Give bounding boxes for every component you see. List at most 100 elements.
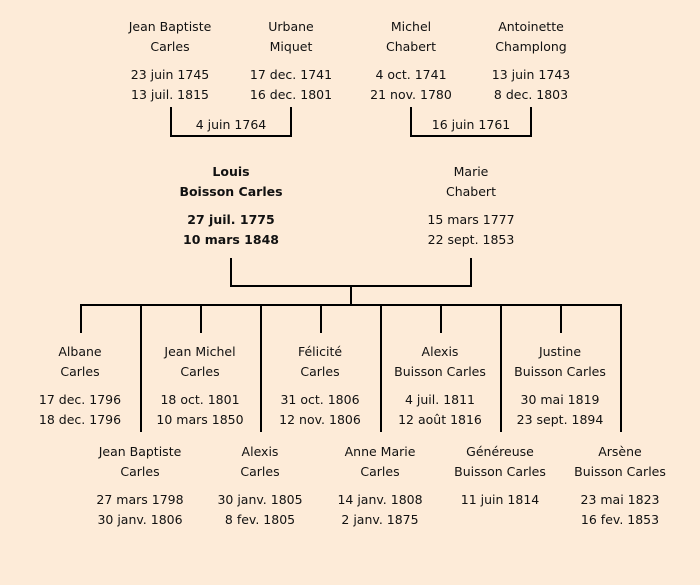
connector-line	[470, 258, 472, 287]
person-last-name: Carles	[150, 39, 190, 54]
birth-date: 18 oct. 1801	[160, 392, 240, 407]
descent-line	[350, 286, 352, 306]
birth-date: 13 juin 1743	[491, 67, 571, 82]
birth-date: 11 juin 1814	[460, 492, 540, 507]
person-first-name: Jean Baptiste	[128, 19, 212, 34]
person-last-name: Champlong	[495, 39, 567, 54]
marriage-line	[410, 135, 532, 137]
connector-line	[410, 107, 412, 137]
child-connector-line	[320, 305, 322, 333]
person-first-name: Alexis	[241, 444, 279, 459]
person-last-name: Chabert	[446, 184, 496, 199]
parent-card[interactable]: Louis Boisson Carles 27 juil. 1775 10 ma…	[166, 162, 296, 250]
person-last-name: Chabert	[386, 39, 436, 54]
grandparent-card[interactable]: Jean Baptiste Carles 23 juin 1745 13 jui…	[105, 17, 235, 105]
person-first-name: Michel	[390, 19, 432, 34]
sibling-line	[80, 304, 622, 306]
person-first-name: Félicité	[297, 344, 343, 359]
grandparent-card[interactable]: Urbane Miquet 17 dec. 1741 16 dec. 1801	[226, 17, 356, 105]
child-card[interactable]: Arsène Buisson Carles 23 mai 1823 16 fev…	[555, 442, 685, 530]
person-first-name: Antoinette	[498, 19, 564, 34]
death-date: 8 dec. 1803	[493, 87, 569, 102]
child-connector-line	[260, 305, 262, 432]
death-date: 12 nov. 1806	[279, 412, 361, 427]
child-connector-line	[380, 305, 382, 432]
person-last-name: Carles	[60, 364, 100, 379]
birth-date: 27 mars 1798	[96, 492, 184, 507]
marriage-date-maternal: 16 juin 1761	[431, 117, 511, 132]
child-connector-line	[620, 305, 622, 432]
person-last-name: Carles	[120, 464, 160, 479]
birth-date: 15 mars 1777	[427, 212, 515, 227]
birth-date: 4 juil. 1811	[404, 392, 476, 407]
person-first-name: Jean Michel	[164, 344, 236, 359]
person-first-name: Alexis	[421, 344, 459, 359]
child-card[interactable]: Félicité Carles 31 oct. 1806 12 nov. 180…	[255, 342, 385, 430]
child-connector-line	[140, 305, 142, 432]
death-date: 2 janv. 1875	[341, 512, 419, 527]
death-date: 13 juil. 1815	[131, 87, 209, 102]
parent-card[interactable]: Marie Chabert 15 mars 1777 22 sept. 1853	[406, 162, 536, 250]
death-date: 8 fev. 1805	[224, 512, 296, 527]
birth-date: 30 janv. 1805	[217, 492, 303, 507]
birth-date: 4 oct. 1741	[375, 67, 447, 82]
grandparent-card[interactable]: Michel Chabert 4 oct. 1741 21 nov. 1780	[346, 17, 476, 105]
person-last-name: Buisson Carles	[394, 364, 486, 379]
death-date: 21 nov. 1780	[370, 87, 452, 102]
person-first-name: Louis	[212, 164, 250, 179]
person-last-name: Carles	[300, 364, 340, 379]
child-card[interactable]: Jean Baptiste Carles 27 mars 1798 30 jan…	[75, 442, 205, 530]
death-date: 30 janv. 1806	[97, 512, 183, 527]
death-date: 10 mars 1848	[183, 232, 279, 247]
person-first-name: Albane	[58, 344, 102, 359]
person-last-name: Buisson Carles	[574, 464, 666, 479]
connector-line	[290, 107, 292, 137]
birth-date: 30 mai 1819	[520, 392, 600, 407]
person-last-name: Buisson Carles	[514, 364, 606, 379]
child-connector-line	[500, 305, 502, 432]
person-first-name: Jean Baptiste	[98, 444, 182, 459]
birth-date: 27 juil. 1775	[187, 212, 275, 227]
person-first-name: Généreuse	[466, 444, 534, 459]
person-last-name: Carles	[360, 464, 400, 479]
connector-line	[170, 107, 172, 137]
person-last-name: Carles	[240, 464, 280, 479]
child-card[interactable]: Alexis Carles 30 janv. 1805 8 fev. 1805	[195, 442, 325, 530]
death-date: 23 sept. 1894	[516, 412, 604, 427]
person-first-name: Arsène	[598, 444, 642, 459]
birth-date: 17 dec. 1741	[249, 67, 333, 82]
child-card[interactable]: Alexis Buisson Carles 4 juil. 1811 12 ao…	[375, 342, 505, 430]
child-card[interactable]: Albane Carles 17 dec. 1796 18 dec. 1796	[15, 342, 145, 430]
person-first-name: Anne Marie	[344, 444, 416, 459]
death-date: 12 août 1816	[398, 412, 482, 427]
birth-date: 23 juin 1745	[130, 67, 210, 82]
child-connector-line	[80, 305, 82, 333]
child-card[interactable]: Justine Buisson Carles 30 mai 1819 23 se…	[495, 342, 625, 430]
person-first-name: Marie	[453, 164, 489, 179]
person-last-name: Carles	[180, 364, 220, 379]
person-first-name: Justine	[538, 344, 582, 359]
birth-date: 23 mai 1823	[580, 492, 660, 507]
connector-line	[530, 107, 532, 137]
person-last-name: Buisson Carles	[454, 464, 546, 479]
child-connector-line	[200, 305, 202, 333]
connector-line	[230, 258, 232, 287]
death-date: 22 sept. 1853	[427, 232, 515, 247]
death-date: 16 dec. 1801	[249, 87, 333, 102]
death-date: 10 mars 1850	[156, 412, 244, 427]
child-card[interactable]: Jean Michel Carles 18 oct. 1801 10 mars …	[135, 342, 265, 430]
marriage-line	[170, 135, 292, 137]
person-last-name: Miquet	[269, 39, 313, 54]
birth-date: 31 oct. 1806	[280, 392, 360, 407]
death-date: 16 fev. 1853	[580, 512, 660, 527]
death-date: 18 dec. 1796	[38, 412, 122, 427]
birth-date: 17 dec. 1796	[38, 392, 122, 407]
person-first-name: Urbane	[268, 19, 314, 34]
child-card[interactable]: Anne Marie Carles 14 janv. 1808 2 janv. …	[315, 442, 445, 530]
child-card[interactable]: Généreuse Buisson Carles 11 juin 1814	[435, 442, 565, 510]
person-last-name: Boisson Carles	[179, 184, 283, 199]
child-connector-line	[440, 305, 442, 333]
grandparent-card[interactable]: Antoinette Champlong 13 juin 1743 8 dec.…	[466, 17, 596, 105]
birth-date: 14 janv. 1808	[337, 492, 423, 507]
child-connector-line	[560, 305, 562, 333]
